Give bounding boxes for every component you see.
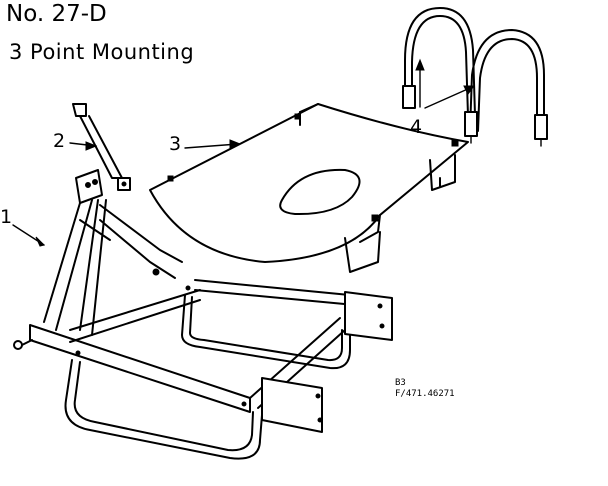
callout-4: 4 — [410, 116, 423, 138]
callout-3: 3 — [169, 133, 182, 155]
reference-line-2: F/471.46271 — [395, 389, 455, 399]
part-2-link — [72, 103, 131, 191]
reference-line-1: B3 — [395, 378, 406, 388]
model-number: No. 27-D — [6, 1, 107, 27]
arrow-head-1 — [35, 236, 45, 247]
arrow-head-4a — [415, 58, 425, 71]
arrow-head-4b — [463, 85, 475, 95]
diagram-title: 3 Point Mounting — [9, 40, 195, 64]
arrow-head-2 — [85, 141, 98, 151]
reference-code: B3 F/471.46271 — [395, 378, 455, 400]
leader-4b — [424, 87, 471, 109]
part-1-frame — [13, 169, 393, 460]
callout-leaders — [12, 58, 475, 247]
leader-3 — [184, 143, 239, 149]
arrow-head-3 — [229, 139, 242, 149]
callout-1: 1 — [0, 206, 13, 228]
part-4-straps — [402, 7, 548, 147]
callout-2: 2 — [53, 130, 66, 152]
part-3-seat-pan — [149, 103, 469, 273]
